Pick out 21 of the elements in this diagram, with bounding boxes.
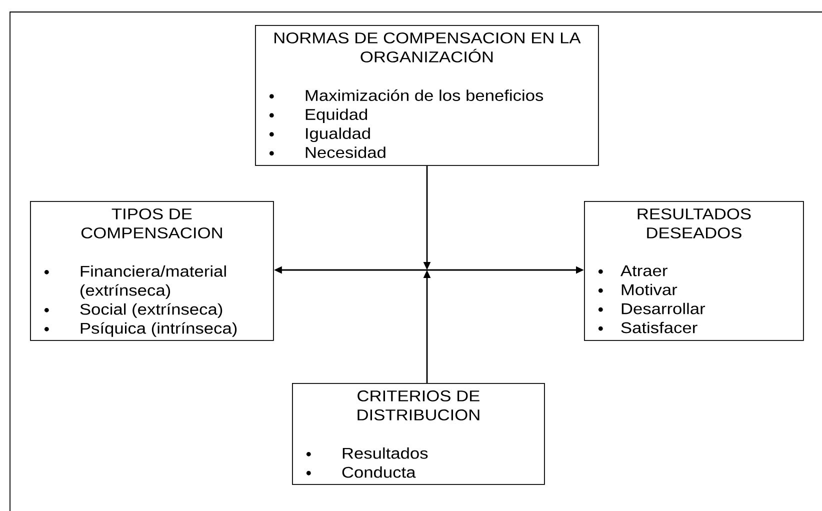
- box-heading: NORMAS DE COMPENSACION EN LA ORGANIZACIÓN: [274, 32, 581, 62]
- bullet-item: Equidad: [269, 108, 368, 124]
- bullet-item: Maximización de los beneficios: [269, 89, 544, 101]
- bullet-item: Financiera/material (extrínseca): [44, 265, 226, 299]
- bullet-item: Satisfacer: [598, 322, 698, 334]
- text-box: [584, 201, 804, 341]
- box-heading: TIPOS DE COMPENSACION: [81, 208, 222, 238]
- bullet-item: Necesidad: [269, 146, 386, 158]
- text-box: [30, 201, 274, 341]
- text-box: [292, 382, 545, 485]
- bullet-item: Motivar: [598, 284, 678, 296]
- bullet-item: Atraer: [598, 265, 668, 276]
- box-heading: RESULTADOS DESEADOS: [638, 208, 751, 238]
- bullet-item: Resultados: [306, 447, 428, 459]
- bullet-item: Desarrollar: [598, 302, 706, 314]
- text-box: [255, 25, 599, 166]
- bullet-item: Igualdad: [269, 128, 370, 142]
- bullet-item: Psíquica (intrínseca): [44, 322, 237, 337]
- bullet-item: Conducta: [306, 466, 416, 478]
- box-heading: CRITERIOS DE DISTRIBUCION: [358, 390, 480, 420]
- bullet-item: Social (extrínseca): [44, 303, 222, 318]
